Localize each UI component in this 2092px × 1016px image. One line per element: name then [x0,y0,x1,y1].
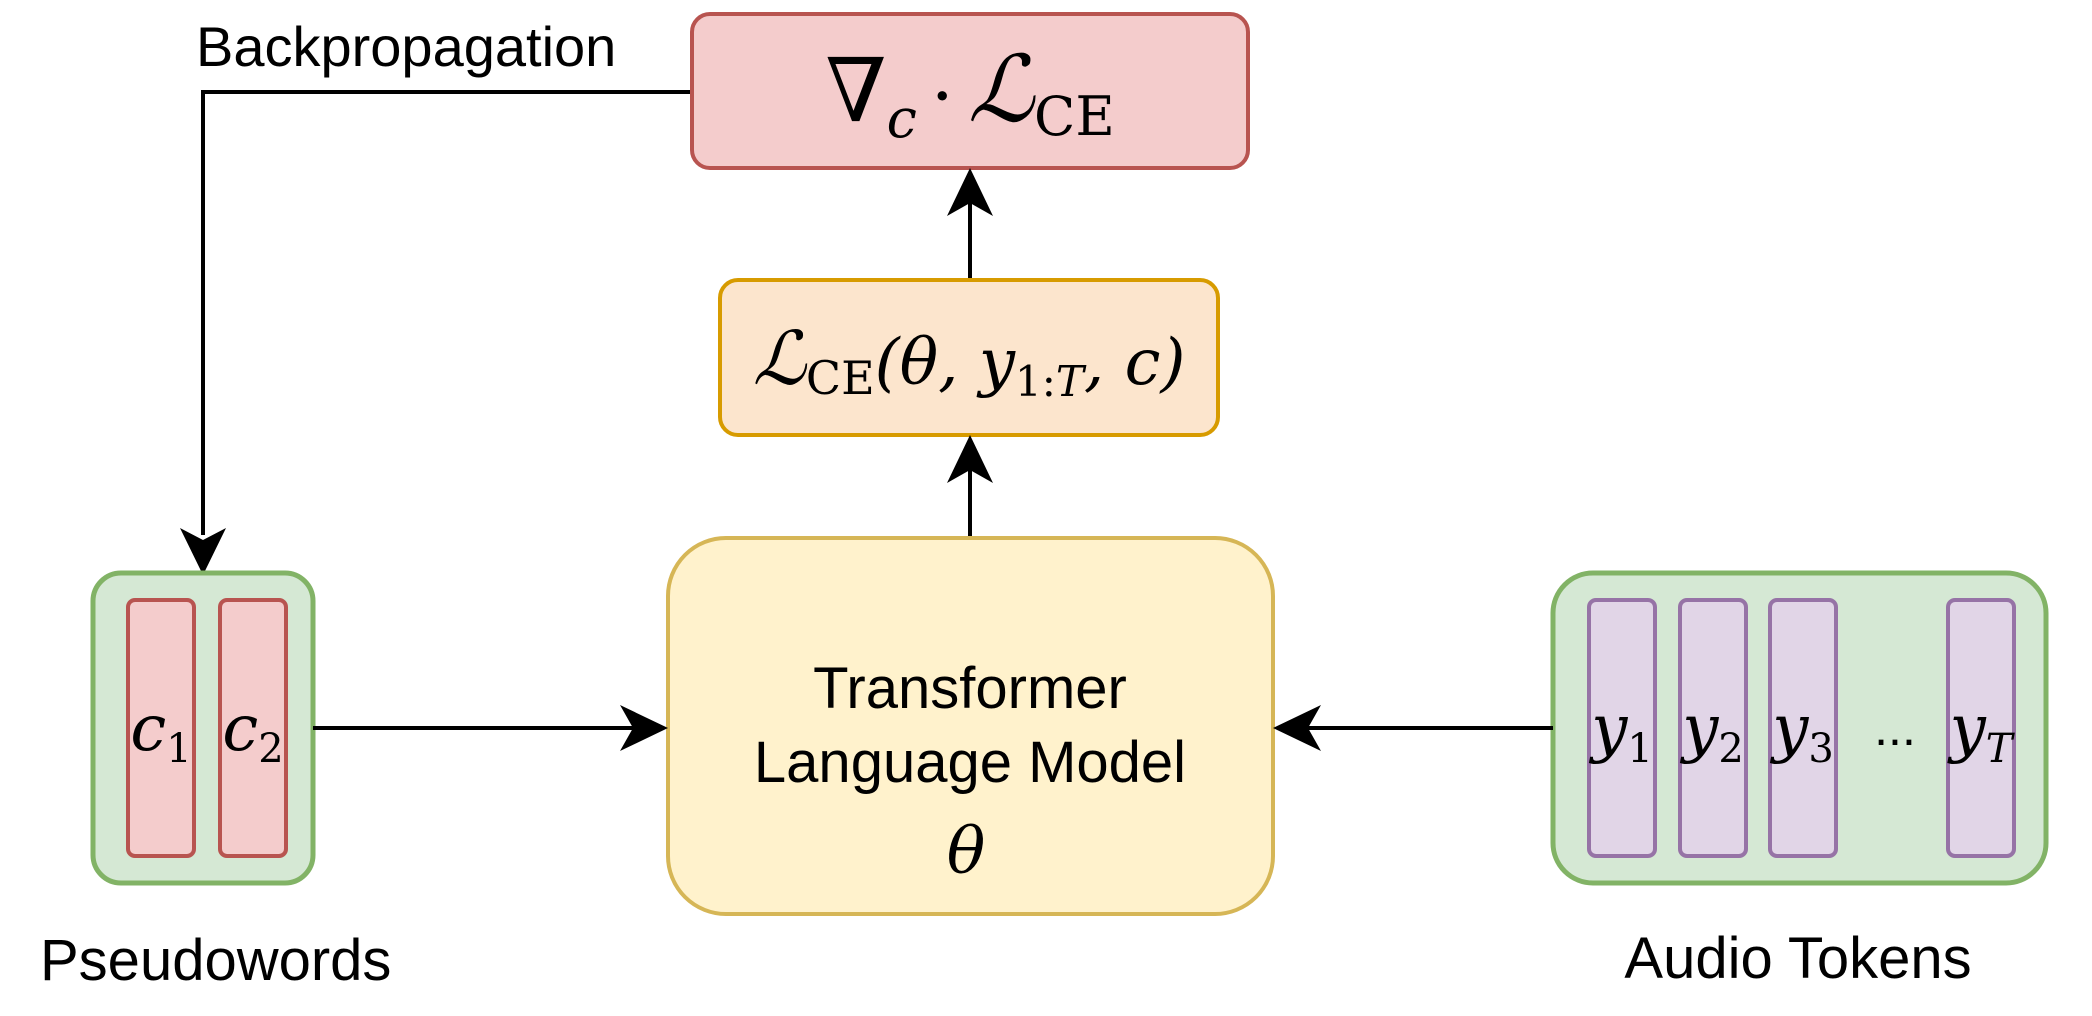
audio-token-box-4 [1946,598,2016,858]
pseudoword-token-label-1: c1 [130,692,191,772]
loss-symbol: ℒ [968,36,1036,143]
audio-ellipsis: ... [1874,700,1916,756]
pseudowords-label: Pseudowords [40,928,391,993]
audio-token-subscript-2: 2 [1718,726,1743,772]
loss-y-sub: 1: [1015,357,1056,406]
audio-token-symbol-4: y [1947,692,1987,766]
dot-operator: · [931,54,954,138]
backprop-arrowhead [180,528,226,575]
loss-args-open: (θ, [875,326,979,400]
loss-L: ℒ [753,316,808,402]
pseudoword-token-symbol-2: c [222,692,258,766]
nabla-symbol: ∇ [825,39,886,142]
audio-token-label-1: y1 [1588,692,1653,772]
loss-box [718,278,1220,437]
loss-args-close: , c) [1084,326,1186,400]
audio-token-label-3: y3 [1769,692,1834,772]
audio-token-box-3 [1768,598,1838,858]
audio-token-symbol-1: y [1588,692,1628,766]
audio-token-box-2 [1678,598,1748,858]
pseudoword-token-subscript-2: 2 [258,726,283,772]
pseudoword-token-box-2 [218,598,288,858]
arrow-pseudo-to-lm-head [620,705,668,751]
audio-token-subscript-1: 1 [1627,726,1652,772]
nabla-subscript: c [887,87,917,150]
arrow-audio-to-lm-head [1273,705,1321,751]
backprop-connector [201,90,692,535]
transformer-title-line2: Language Model [754,730,1186,795]
audio-token-subscript-3: 3 [1808,726,1833,772]
transformer-lm-box [666,536,1275,916]
gradient-formula: ∇c·ℒCE [825,36,1115,150]
arrow-loss-to-grad-head [947,168,993,216]
loss-formula: ℒCE(θ, y1:T, c) [753,316,1186,406]
audio-token-subscript-4: T [1986,726,2016,772]
pseudoword-token-box-1 [126,598,196,858]
arrow-lm-to-loss-head [947,435,993,483]
loss-ce: CE [806,351,875,405]
pseudoword-token-subscript-1: 1 [166,726,191,772]
transformer-title-line1: Transformer [813,656,1127,721]
theta-symbol: θ [947,815,986,889]
backprop-label: Backpropagation [196,15,616,78]
pseudoword-token-symbol-1: c [130,692,166,766]
audio-token-label-2: y2 [1679,692,1744,772]
pseudoword-token-label-2: c2 [222,692,283,772]
audio-token-symbol-3: y [1769,692,1809,766]
audio-token-label-4: yT [1947,692,2016,772]
audio-token-box-1 [1587,598,1657,858]
audio-tokens-label: Audio Tokens [1624,926,1971,991]
loss-y-sub-T: T [1056,357,1087,406]
loss-subscript: CE [1034,85,1115,148]
loss-y: y [976,326,1016,400]
audio-token-symbol-2: y [1679,692,1719,766]
